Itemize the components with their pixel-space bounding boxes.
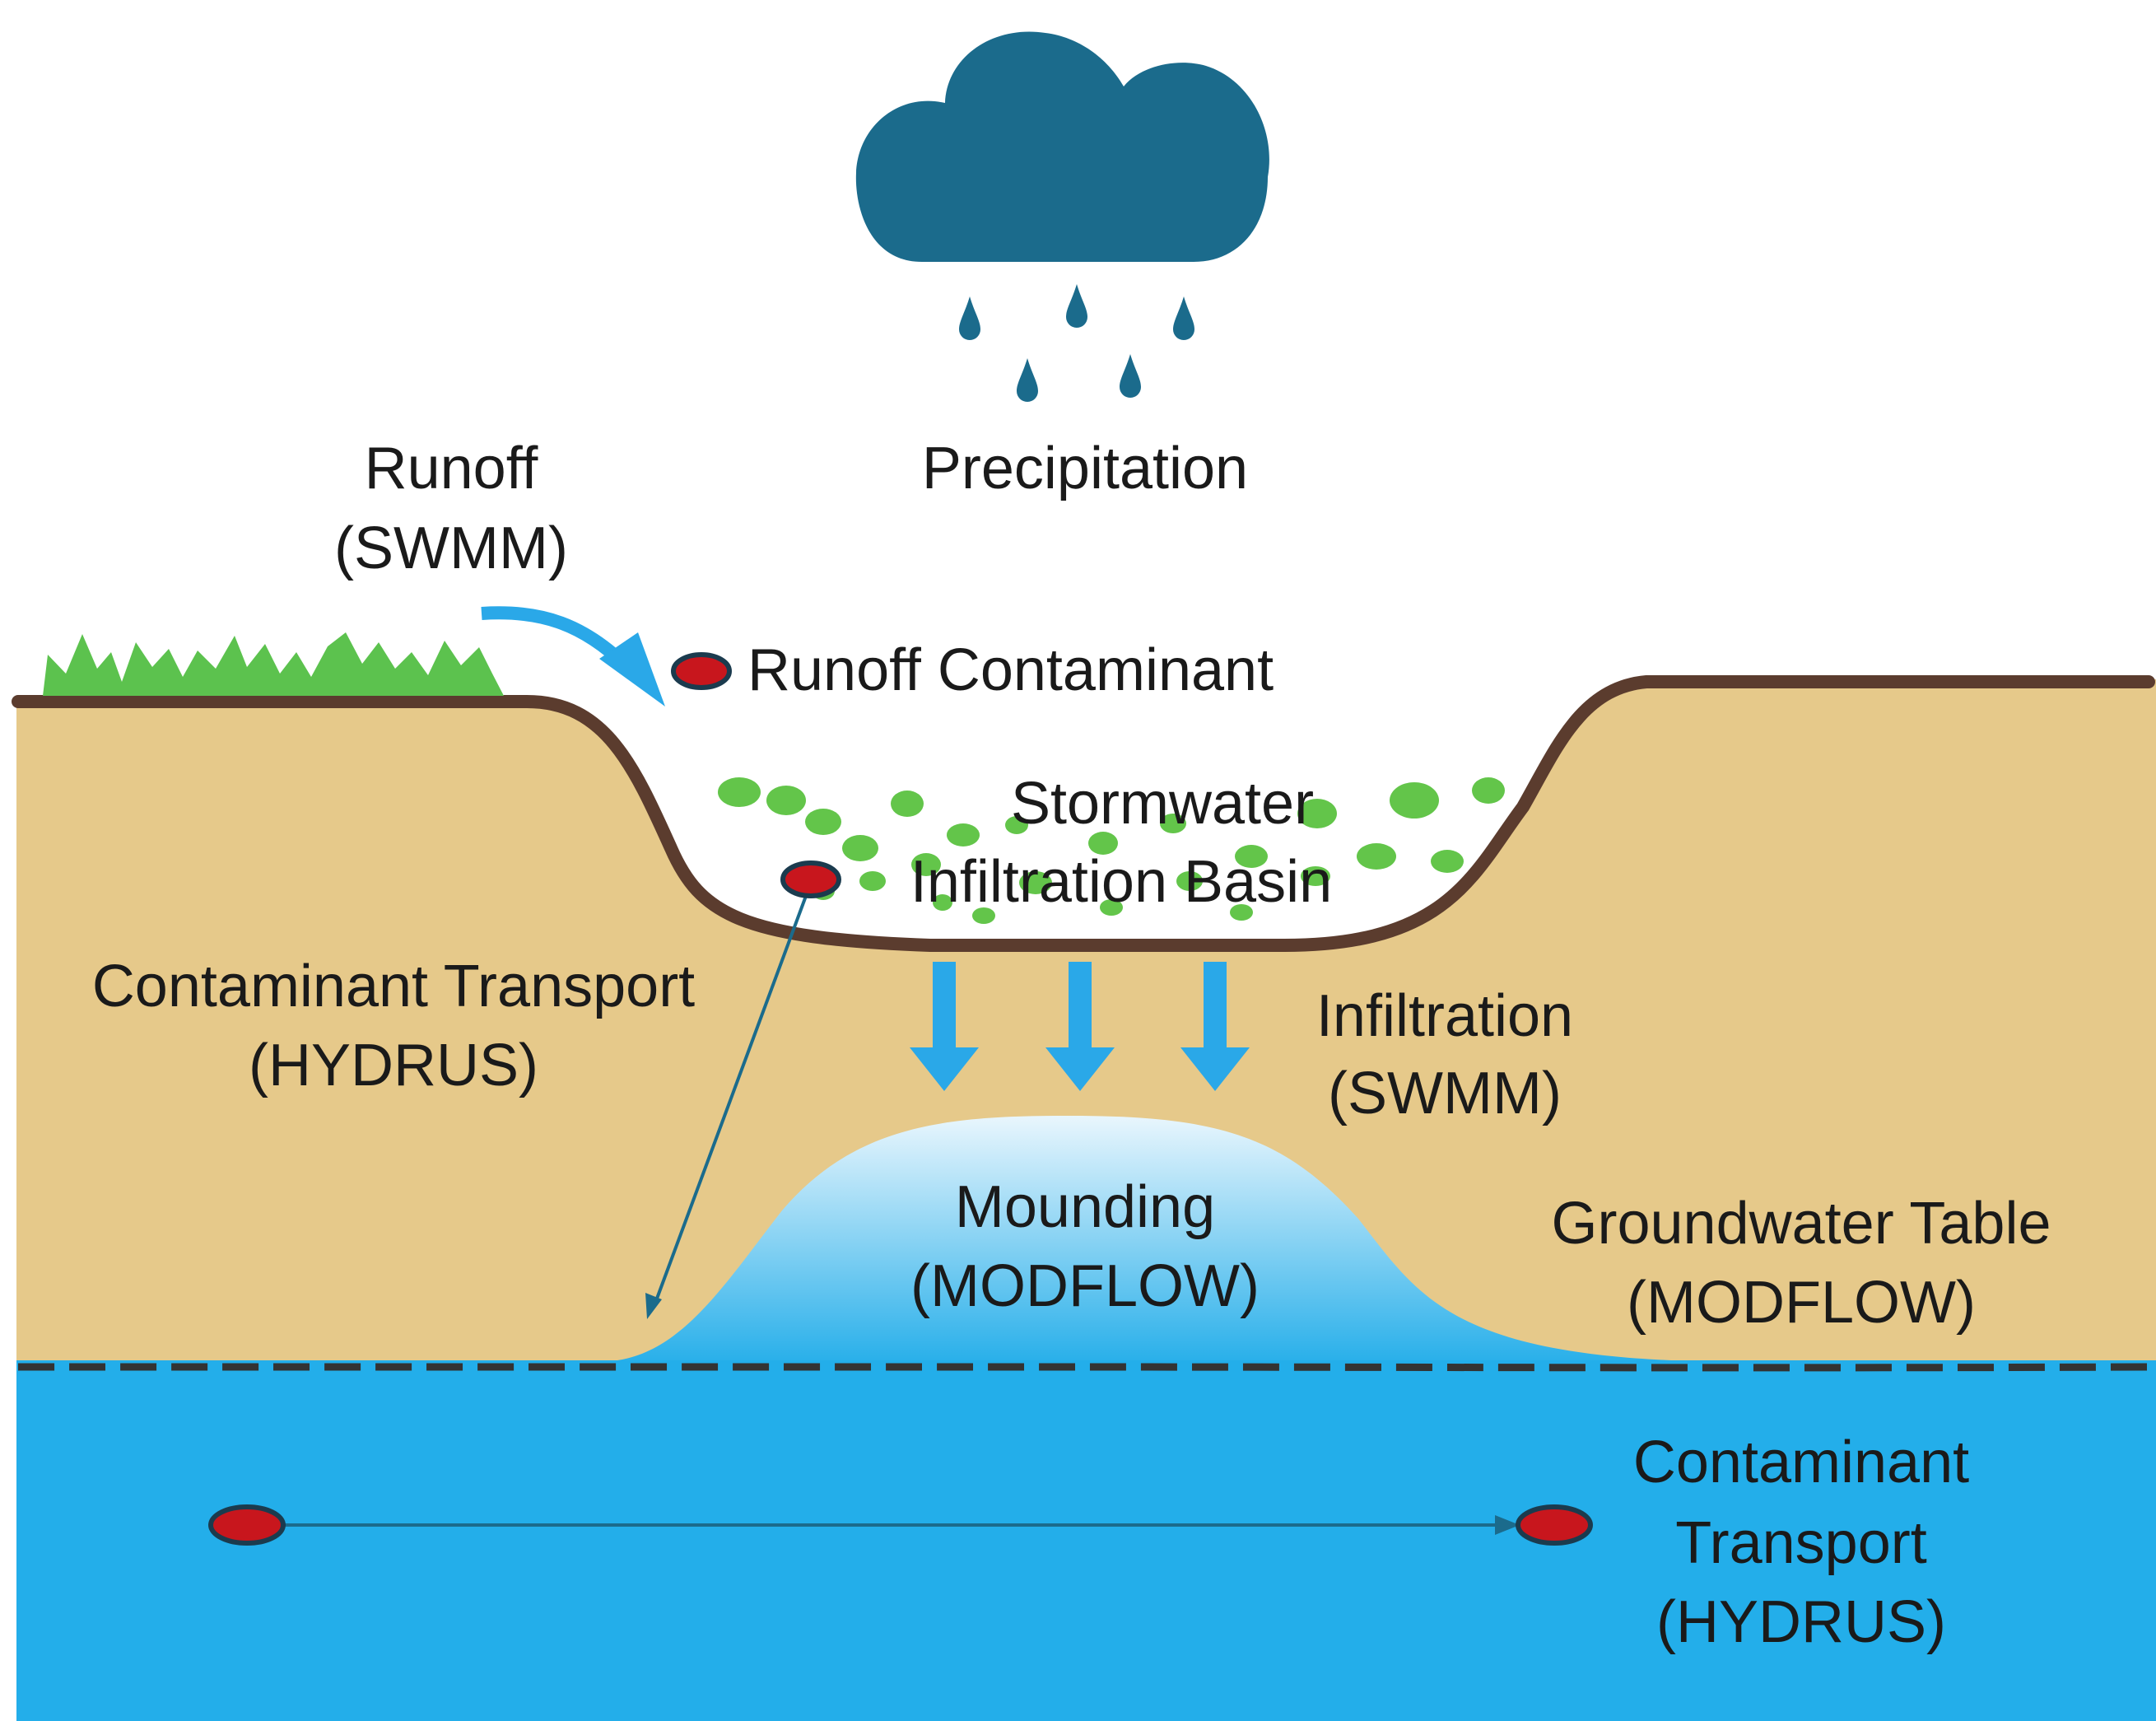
label-infiltration-model: (SWMM) <box>1328 1061 1562 1126</box>
infiltration-arrow <box>1045 962 1115 1091</box>
runoff-arrow <box>481 606 665 707</box>
water-table-dashed-line <box>18 1363 2149 1372</box>
contaminant-particle-icon <box>671 652 732 690</box>
vadose-transport-arrow <box>645 888 810 1319</box>
label-basin-line1: Stormwater <box>1011 771 1314 837</box>
label-aquifer-transport-line2: Transport <box>1675 1510 1926 1576</box>
groundwater-aquifer <box>16 1360 2156 1721</box>
label-aquifer-transport-model: (HYDRUS) <box>1656 1589 1946 1655</box>
label-vadose-transport: Contaminant Transport <box>92 954 695 1019</box>
contaminant-particle-icon <box>208 1504 286 1546</box>
infiltration-arrow <box>910 962 979 1091</box>
label-runoff: Runoff <box>365 436 539 501</box>
label-runoff-model: (SWMM) <box>334 515 568 581</box>
contaminant-particle-icon <box>1516 1504 1593 1546</box>
raindrops <box>959 284 1194 402</box>
aquifer-transport-arrow <box>284 1515 1520 1535</box>
raindrop-icon <box>959 296 980 340</box>
label-basin-line2: Infiltration Basin <box>910 849 1332 915</box>
label-mounding-model: (MODFLOW) <box>910 1253 1260 1319</box>
label-groundwater-table-model: (MODFLOW) <box>1627 1270 1976 1336</box>
groundwater-mound <box>617 1116 1671 1360</box>
infiltration-arrow <box>1180 962 1250 1091</box>
raindrop-icon <box>1017 358 1038 402</box>
label-mounding: Mounding <box>955 1174 1215 1240</box>
label-groundwater-table: Groundwater Table <box>1551 1191 2051 1257</box>
label-precipitation: Precipitation <box>922 436 1248 501</box>
raindrop-icon <box>1120 354 1141 398</box>
label-aquifer-transport-line1: Contaminant <box>1633 1430 1969 1495</box>
ground-surface-line <box>12 675 2155 952</box>
raindrop-icon <box>1173 296 1194 340</box>
label-vadose-transport-model: (HYDRUS) <box>249 1033 538 1098</box>
basin-vegetation <box>718 777 1505 924</box>
infiltration-arrows <box>910 962 1250 1091</box>
label-runoff-contaminant: Runoff Contaminant <box>747 637 1274 703</box>
label-infiltration: Infiltration <box>1316 983 1573 1049</box>
raindrop-icon <box>1066 284 1087 328</box>
grass <box>43 632 504 696</box>
contaminant-particle-icon <box>780 860 841 898</box>
rain-cloud-icon <box>855 31 1269 263</box>
